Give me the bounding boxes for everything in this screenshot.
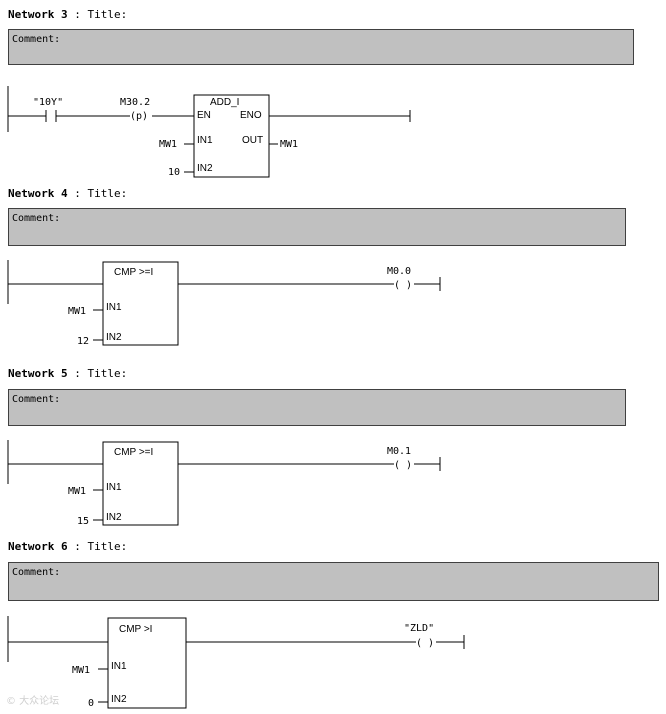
network-6-header: Network 6 : Title: [8,540,127,553]
network-3-in2-operand[interactable]: 10 [168,167,180,178]
network-5-coil-symbol[interactable]: ( ) [394,460,412,471]
network-4-comment-box[interactable]: Comment: [8,208,626,246]
network-5-ladder[interactable]: CMP >=I IN1 IN2 M0.1 ( ) MW1 15 [0,438,666,530]
network-4-in1-pin: IN1 [106,302,122,313]
network-4-sep: : [74,187,81,200]
network-4-in1-operand[interactable]: MW1 [68,306,86,317]
network-3-block-name: ADD_I [210,97,239,108]
network-4-in2-operand[interactable]: 12 [77,336,89,347]
network-6-sep: : [74,540,81,553]
network-5-in2-pin: IN2 [106,512,122,523]
network-6-title: Title: [87,540,128,553]
network-3-en-pin: EN [197,110,211,121]
network-3-pcoil-symbol[interactable]: (p) [130,111,148,122]
network-4-label: Network 4 [8,187,68,200]
network-3-comment-box[interactable]: Comment: [8,29,634,65]
network-4-block-name: CMP >=I [114,267,153,278]
network-4-header: Network 4 : Title: [8,187,127,200]
network-5-in1-pin: IN1 [106,482,122,493]
network-6-comment: Comment: [12,567,61,578]
network-5-coil-label[interactable]: M0.1 [387,446,411,457]
network-3-in1-pin: IN1 [197,135,213,146]
network-5-sep: : [74,367,81,380]
network-3-comment: Comment: [12,34,61,45]
network-4-coil-label[interactable]: M0.0 [387,266,411,277]
network-3-title: Title: [87,8,128,21]
network-5-in2-operand[interactable]: 15 [77,516,89,527]
network-5-in1-operand[interactable]: MW1 [68,486,86,497]
network-3-eno-pin: ENO [240,110,262,121]
network-5-header: Network 5 : Title: [8,367,127,380]
network-3-in1-operand[interactable]: MW1 [159,139,177,150]
network-3-pcoil-label[interactable]: M30.2 [120,97,150,108]
network-6-coil-label[interactable]: "ZLD" [404,623,434,634]
network-3-in2-pin: IN2 [197,163,213,174]
network-6-cmp-block[interactable] [107,617,187,709]
network-6-in2-pin: IN2 [111,694,127,705]
network-4-cmp-block[interactable] [102,261,179,346]
network-6-in2-operand[interactable]: 0 [88,698,94,709]
network-6-label: Network 6 [8,540,68,553]
network-6-comment-box[interactable]: Comment: [8,562,659,601]
network-3-ladder[interactable]: "10Y" M30.2 (p) ADD_I EN ENO IN1 OUT IN2… [0,84,666,184]
watermark: © 大众论坛 [6,696,60,707]
network-4-ladder[interactable]: CMP >=I IN1 IN2 M0.0 ( ) MW1 12 [0,258,666,350]
network-4-comment: Comment: [12,213,61,224]
network-6-coil-symbol[interactable]: ( ) [416,638,434,649]
network-3-out-pin: OUT [242,135,263,146]
network-3-label: Network 3 [8,8,68,21]
network-6-block-name: CMP >I [119,624,152,635]
network-3-out-operand[interactable]: MW1 [280,139,298,150]
network-5-title: Title: [87,367,128,380]
network-3-header: Network 3 : Title: [8,8,127,21]
network-4-title: Title: [87,187,128,200]
network-5-block-name: CMP >=I [114,447,153,458]
network-4-coil-symbol[interactable]: ( ) [394,280,412,291]
network-5-comment: Comment: [12,394,61,405]
network-5-label: Network 5 [8,367,68,380]
network-3-sep: : [74,8,81,21]
network-4-in2-pin: IN2 [106,332,122,343]
network-3-contact-label[interactable]: "10Y" [33,97,63,108]
network-6-ladder[interactable]: CMP >I IN1 IN2 "ZLD" ( ) MW1 0 [0,614,666,710]
network-6-in1-operand[interactable]: MW1 [72,665,90,676]
network-3-add-block[interactable] [193,94,270,178]
network-6-in1-pin: IN1 [111,661,127,672]
network-5-comment-box[interactable]: Comment: [8,389,626,426]
network-5-cmp-block[interactable] [102,441,179,526]
